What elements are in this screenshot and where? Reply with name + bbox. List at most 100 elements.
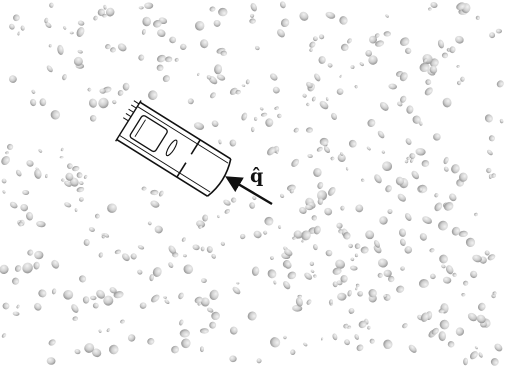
particle: [283, 335, 287, 340]
particle: [381, 150, 386, 154]
particle: [313, 168, 322, 177]
particle: [406, 156, 410, 161]
particle: [313, 225, 321, 235]
particle: [154, 225, 163, 234]
particle: [494, 343, 503, 352]
particle: [77, 49, 83, 54]
particle: [60, 147, 64, 152]
particle: [103, 4, 107, 10]
particle: [71, 304, 79, 313]
particle: [319, 137, 329, 146]
particle: [103, 295, 114, 306]
particle: [211, 120, 219, 127]
particle: [253, 230, 262, 239]
particle: [284, 261, 292, 269]
particle: [408, 344, 417, 353]
particle: [412, 115, 421, 124]
particle: [48, 44, 52, 48]
particle: [354, 85, 358, 89]
particle: [438, 308, 445, 314]
particle: [245, 79, 250, 85]
particle: [463, 357, 469, 366]
particle: [369, 338, 375, 344]
particle: [385, 185, 392, 193]
particle: [400, 266, 405, 271]
particle: [382, 161, 393, 172]
particle: [102, 13, 107, 18]
particle: [341, 43, 349, 52]
detector-tube-icon: [114, 98, 243, 206]
particle: [287, 271, 297, 280]
particle: [98, 329, 102, 333]
particle: [422, 216, 432, 224]
particle: [193, 122, 205, 130]
particle: [18, 221, 24, 227]
particle: [374, 33, 380, 38]
particle: [331, 112, 338, 120]
particle: [400, 238, 406, 246]
particle: [368, 55, 378, 65]
particle: [307, 153, 313, 159]
particle: [404, 159, 409, 164]
particle: [201, 278, 207, 284]
particle: [355, 283, 360, 288]
particle: [98, 252, 104, 258]
particle: [279, 193, 285, 199]
particle: [46, 65, 53, 73]
particle: [211, 311, 220, 321]
particle: [456, 65, 460, 68]
particle: [355, 204, 364, 213]
particle: [139, 302, 147, 309]
particle: [472, 254, 482, 263]
particle: [295, 297, 303, 307]
particle: [297, 294, 303, 298]
particle: [88, 227, 95, 232]
particle: [303, 342, 308, 347]
particle: [366, 146, 371, 151]
particle: [97, 8, 106, 17]
particle: [79, 275, 87, 283]
particle: [458, 172, 468, 182]
particle: [252, 196, 257, 200]
particle: [385, 14, 389, 18]
particle: [200, 39, 209, 49]
particle: [277, 29, 285, 38]
particle: [122, 253, 130, 262]
particle: [22, 262, 33, 274]
particle: [293, 230, 302, 239]
particle: [250, 13, 255, 18]
particle: [475, 15, 480, 20]
particle: [299, 207, 307, 214]
particle: [138, 54, 145, 61]
particle: [301, 230, 311, 241]
particle: [284, 248, 293, 257]
particle: [213, 19, 221, 27]
particle: [106, 328, 111, 333]
particle: [220, 241, 226, 246]
particle: [192, 244, 200, 251]
particle: [340, 151, 344, 156]
particle: [357, 291, 364, 297]
particle: [169, 36, 177, 44]
particle: [430, 2, 438, 8]
particle: [456, 80, 462, 86]
particle: [241, 112, 248, 121]
particle: [445, 265, 454, 275]
particle: [270, 337, 281, 348]
particle: [150, 200, 160, 208]
particle: [220, 50, 228, 56]
direction-label: q̂: [250, 165, 263, 187]
particle: [120, 319, 125, 324]
particle: [442, 276, 452, 284]
particle: [332, 333, 338, 341]
particle: [439, 254, 448, 264]
particle: [165, 56, 173, 63]
particle: [409, 153, 416, 159]
particle: [153, 20, 162, 28]
particle: [325, 11, 336, 19]
particle: [156, 64, 164, 72]
particle: [319, 100, 329, 110]
particle: [183, 254, 187, 258]
particle: [117, 43, 127, 52]
